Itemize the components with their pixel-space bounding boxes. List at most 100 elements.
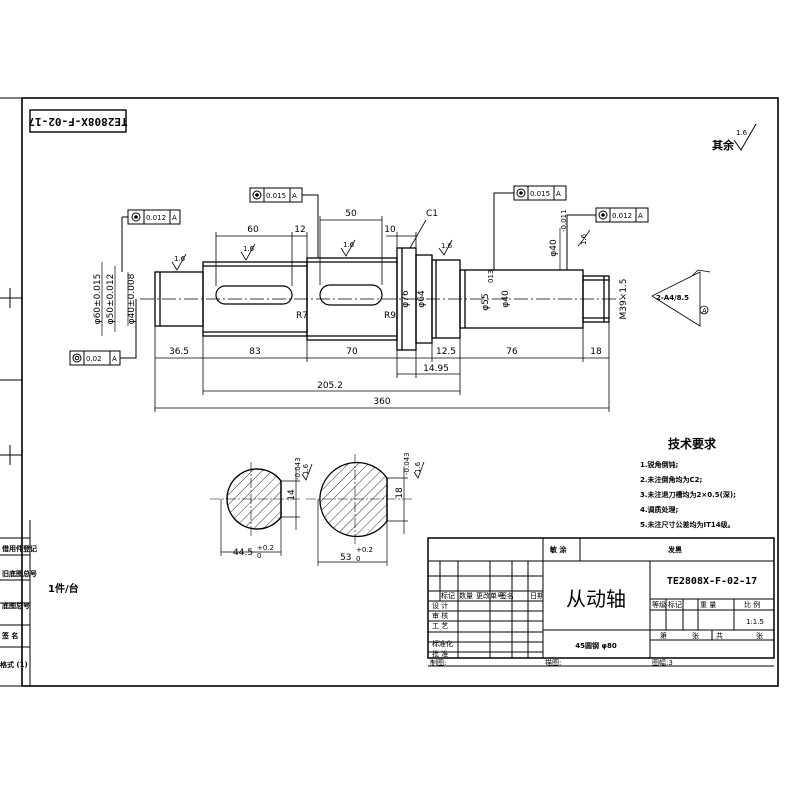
drawing-frame bbox=[0, 97, 779, 687]
gdt-frame-left-012 bbox=[121, 209, 181, 272]
strip-label-3: 底图总号 bbox=[2, 601, 30, 610]
tech-req-item-5: 5.未注尺寸公差均为IT14级。 bbox=[640, 520, 735, 529]
center-hole-label: 2-A4/8.5 bbox=[656, 294, 689, 302]
rest-roughness-value: 1.6 bbox=[736, 129, 748, 137]
dim-key-60: 60 bbox=[247, 225, 259, 235]
tb-row-standard: 标准化 bbox=[432, 639, 453, 648]
tb-sheet-1: 第 bbox=[660, 631, 667, 640]
gdt-left-012-datum: A bbox=[172, 214, 177, 222]
sec2-width: 53 bbox=[340, 553, 351, 563]
sec1-key: 14 bbox=[287, 489, 297, 501]
section-view-2 bbox=[306, 454, 425, 566]
tb-right-h1: 等级 bbox=[652, 600, 666, 609]
tb-right-h4: 比 例 bbox=[744, 600, 760, 609]
dim-seg-18: 18 bbox=[590, 347, 602, 357]
tb-sheet-info: 图幅:3 bbox=[652, 658, 673, 667]
roughness-symbol-right bbox=[577, 229, 591, 247]
left-diameter-lines bbox=[101, 262, 129, 336]
dim-dia-55: φ55 bbox=[481, 293, 491, 310]
dim-dia-76: φ76 bbox=[401, 290, 411, 308]
dim-dia-40: φ40±0.008 bbox=[127, 273, 137, 324]
tb-coating-value: 发黑 bbox=[667, 545, 682, 554]
part-material: 45圆钢 φ80 bbox=[575, 641, 617, 650]
tech-req-item-2: 2.未注倒角均为C2; bbox=[640, 475, 703, 484]
dim-dia-40-right: φ40 bbox=[549, 239, 559, 257]
dim-seg-76: 76 bbox=[506, 347, 518, 357]
tb-row-craft: 工 艺 bbox=[432, 622, 448, 630]
gdt-coax-value: 0.02 bbox=[86, 355, 102, 363]
tech-req-item-4: 4.调质处理; bbox=[640, 505, 679, 514]
gdt-right-012-value: 0.012 bbox=[612, 212, 632, 220]
sec2-key: 18 bbox=[395, 487, 405, 499]
quantity-note: 1件/台 bbox=[48, 582, 79, 595]
tech-req-title: 技术要求 bbox=[668, 436, 717, 451]
gdt-left-012-value: 0.012 bbox=[146, 214, 166, 222]
tb-trace-label: 描图: bbox=[545, 658, 561, 667]
dim-thread: M39×1.5 bbox=[619, 278, 629, 319]
strip-label-4: 签 名 bbox=[1, 631, 18, 640]
left-registration-strip bbox=[0, 520, 31, 686]
sec1-width-tol-plus: +0.2 bbox=[257, 544, 274, 552]
center-hole-callout bbox=[651, 269, 711, 327]
dim-dia-60: φ60±0.015 bbox=[93, 274, 103, 325]
keyways bbox=[215, 284, 383, 306]
gdt-right-015-value: 0.015 bbox=[530, 190, 550, 198]
dim-r9: R9 bbox=[384, 311, 396, 321]
tb-row-review: 审 核 bbox=[432, 611, 448, 620]
gdt-right-015-datum: A bbox=[556, 190, 561, 198]
gdt-left-015-datum: A bbox=[292, 192, 297, 200]
sec2-width-tol-zero: 0 bbox=[356, 555, 360, 563]
dim-dia-40b: φ40 bbox=[501, 290, 511, 308]
dim-dia-55-tol: 013 bbox=[487, 270, 495, 283]
sec1-width: 44.5 bbox=[233, 548, 253, 558]
dim-key-12: 12 bbox=[294, 225, 305, 235]
roughness-value-2: 1.6 bbox=[243, 245, 255, 253]
bottom-dimension-lines bbox=[154, 322, 610, 412]
sec1-key-tol: -0.043 bbox=[294, 457, 302, 480]
sec2-width-tol-plus: +0.2 bbox=[356, 546, 373, 554]
strip-label-2: 旧底图总号 bbox=[2, 569, 37, 578]
rotated-number-box: TE2808X-F-02-17 bbox=[28, 109, 128, 133]
gdt-frame-coax bbox=[69, 299, 137, 366]
sec2-key-tol: -0.043 bbox=[403, 452, 411, 475]
sec2-roughness: 1.6 bbox=[414, 461, 422, 473]
tb-row-approve: 批 准 bbox=[432, 649, 448, 658]
sec1-width-tol-zero: 0 bbox=[257, 552, 261, 560]
gdt-frame-left-015 bbox=[249, 187, 319, 258]
drawing-number-rotated: TE2808X-F-02-17 bbox=[28, 115, 127, 128]
tb-rev-h4: 签名 bbox=[500, 591, 514, 600]
tb-coating-label: 敏 涂 bbox=[549, 545, 566, 554]
center-hole-datum: A bbox=[702, 307, 707, 315]
tech-req-item-3: 3.未注退刀槽均为2×0.5(深); bbox=[640, 490, 736, 499]
strip-label-1: 借用件登记 bbox=[1, 544, 37, 553]
rest-roughness-label: 其余 bbox=[712, 138, 735, 152]
top-dimension-lines bbox=[215, 216, 427, 286]
tb-sheet-4: 张 bbox=[756, 631, 763, 640]
dim-dia-64: φ64 bbox=[417, 290, 427, 308]
part-name: 从动轴 bbox=[566, 587, 626, 611]
tb-rev-h5: 日期 bbox=[530, 592, 544, 600]
dim-seg-36: 36.5 bbox=[169, 347, 189, 357]
roughness-right-value: 1.6 bbox=[580, 233, 588, 245]
roughness-value-3: 1.6 bbox=[343, 241, 355, 249]
dim-dia-50: φ50±0.012 bbox=[106, 274, 116, 325]
tb-sheet-2: 张 bbox=[692, 631, 699, 640]
dim-chamfer-c1: C1 bbox=[426, 209, 438, 219]
dim-seg-70: 70 bbox=[346, 347, 358, 357]
strip-label-format: 格式 (1) bbox=[0, 660, 28, 669]
title-block bbox=[427, 537, 775, 667]
tech-req-item-1: 1.锐角倒钝; bbox=[640, 460, 679, 469]
tb-scale: 1:1.5 bbox=[746, 618, 764, 626]
centering-marks bbox=[0, 288, 22, 465]
roughness-symbol-rest bbox=[733, 123, 757, 151]
roughness-value-1: 1.6 bbox=[174, 255, 186, 263]
gdt-frame-right-012 bbox=[566, 207, 649, 270]
dim-len-10: 10 bbox=[384, 225, 396, 235]
roughness-symbols bbox=[171, 239, 453, 271]
roughness-value-4: 1.6 bbox=[441, 242, 453, 250]
tb-rev-h2: 数量 bbox=[459, 591, 473, 600]
dim-length-205: 205.2 bbox=[317, 381, 343, 391]
sec1-roughness: 1.6 bbox=[302, 463, 310, 475]
gdt-frame-right-015 bbox=[493, 185, 567, 270]
